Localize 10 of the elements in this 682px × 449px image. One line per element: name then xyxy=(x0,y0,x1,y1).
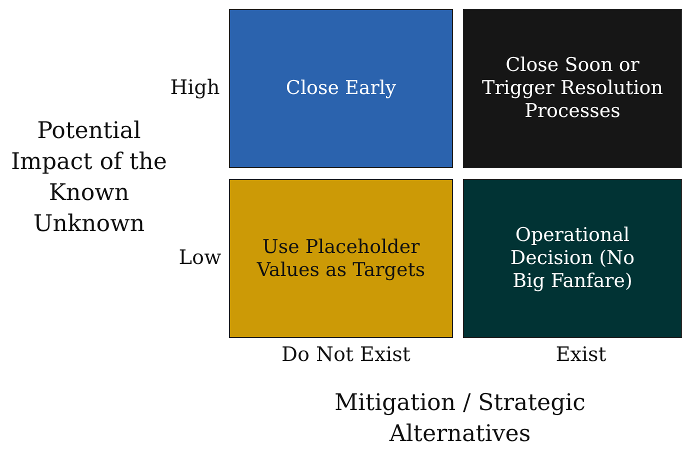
axis-title: Potential Impact of the Known Unknown xyxy=(10,117,168,239)
quadrant-box: Use Placeholder Values as Targets xyxy=(229,179,453,338)
axis-tick-label: Do Not Exist xyxy=(280,342,412,366)
axis-tick-label: Exist xyxy=(554,342,608,366)
axis-title: Mitigation / Strategic Alternatives xyxy=(333,389,587,449)
quadrant-box: Close Soon or Trigger Resolution Processes xyxy=(463,9,682,168)
axis-tick-label: High xyxy=(169,75,221,99)
axis-tick-label: Low xyxy=(178,245,222,269)
quadrant-box: Close Early xyxy=(229,9,453,168)
quadrant-box: Operational Decision (No Big Fanfare) xyxy=(463,179,682,338)
